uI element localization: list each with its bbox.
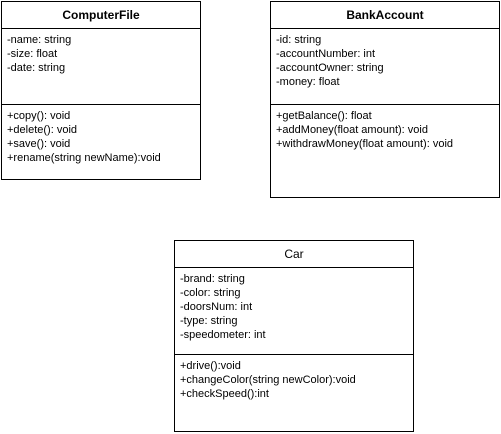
method: +addMoney(float amount): void bbox=[276, 124, 428, 136]
class-computerfile[interactable]: ComputerFile -name: string -size: float … bbox=[1, 1, 201, 180]
methods-section: +copy(): void +delete(): void +save(): v… bbox=[2, 105, 200, 165]
attribute: -brand: string bbox=[180, 273, 245, 285]
attribute: -size: float bbox=[7, 48, 58, 60]
attribute: -speedometer: int bbox=[180, 329, 266, 341]
attribute: -color: string bbox=[180, 287, 241, 299]
method: +copy(): void bbox=[7, 110, 71, 122]
method: +withdrawMoney(float amount): void bbox=[276, 138, 453, 150]
methods-section: +getBalance(): float +addMoney(float amo… bbox=[271, 105, 499, 151]
method: +delete(): void bbox=[7, 124, 78, 136]
attribute: -date: string bbox=[7, 62, 66, 74]
attribute: -type: string bbox=[180, 315, 238, 327]
attributes-section: -name: string -size: float -date: string bbox=[2, 29, 200, 105]
method: +checkSpeed():int bbox=[180, 388, 269, 400]
attribute: -doorsNum: int bbox=[180, 301, 253, 313]
attributes-section: -brand: string -color: string -doorsNum:… bbox=[175, 268, 413, 355]
class-name: Car bbox=[175, 241, 413, 268]
class-bankaccount[interactable]: BankAccount -id: string -accountNumber: … bbox=[270, 1, 500, 198]
class-car[interactable]: Car -brand: string -color: string -doors… bbox=[174, 240, 414, 432]
attribute: -money: float bbox=[276, 76, 340, 88]
methods-section: +drive():void +changeColor(string newCol… bbox=[175, 355, 413, 401]
attribute: -name: string bbox=[7, 34, 72, 46]
attribute: -accountNumber: int bbox=[276, 48, 376, 60]
attribute: -id: string bbox=[276, 34, 322, 46]
method: +getBalance(): float bbox=[276, 110, 372, 122]
attributes-section: -id: string -accountNumber: int -account… bbox=[271, 29, 499, 105]
method: +save(): void bbox=[7, 138, 71, 150]
method: +drive():void bbox=[180, 360, 241, 372]
attribute: -accountOwner: string bbox=[276, 62, 384, 74]
method: +changeColor(string newColor):void bbox=[180, 374, 356, 386]
class-name: BankAccount bbox=[271, 2, 499, 29]
method: +rename(string newName):void bbox=[7, 152, 161, 164]
class-name: ComputerFile bbox=[2, 2, 200, 29]
